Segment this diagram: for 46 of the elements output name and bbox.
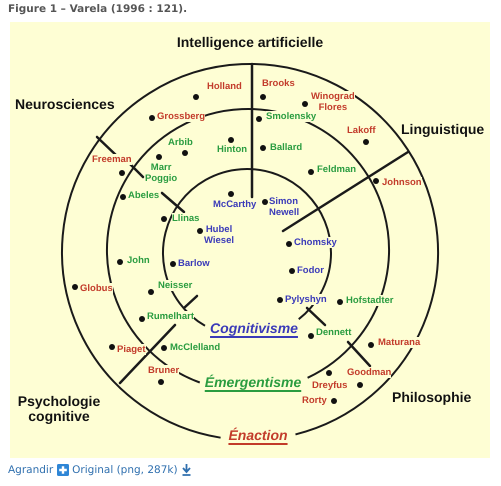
field-label: Linguistique [401, 122, 484, 137]
author-name: Feldman [317, 164, 356, 175]
school-title: Émergentisme [204, 372, 302, 392]
author-name: Holland [207, 81, 242, 92]
author-name: Dennett [316, 327, 352, 338]
author-name: Smolensky [266, 111, 316, 122]
author-name: Lakoff [347, 125, 376, 136]
original-link: Original (png, 287k) [72, 463, 178, 477]
enlarge-link: Agrandir [8, 463, 54, 477]
author-name: Arbib [168, 137, 193, 148]
author-name: Johnson [382, 177, 422, 188]
author-name: Brooks [262, 78, 295, 89]
author-name: McClelland [170, 342, 220, 353]
school-title: Cognitivisme [210, 318, 298, 338]
author-name: Hubel Wiesel [204, 224, 234, 246]
author-name: Neisser [158, 280, 192, 291]
author-name: McCarthy [213, 199, 256, 210]
author-name: Hofstadter [346, 295, 394, 306]
author-name: Pylyshyn [285, 294, 327, 305]
author-name: Simon Newell [269, 196, 300, 218]
author-name: Chomsky [294, 237, 337, 248]
author-name: Fodor [297, 265, 324, 276]
author-name: Marr Poggio [145, 162, 178, 184]
school-title: Énaction [228, 425, 288, 445]
author-name: Globus [80, 283, 113, 294]
author-name: Dreyfus [312, 380, 348, 391]
author-name: Bruner [148, 365, 180, 376]
author-name: Barlow [178, 258, 210, 269]
field-label: Intelligence artificielle [176, 35, 324, 50]
author-name: Llinas [172, 213, 200, 224]
field-label: Philosophie [392, 390, 472, 405]
author-name: Grossberg [157, 111, 206, 122]
author-name: Maturana [378, 337, 420, 348]
author-name: Piaget [117, 344, 146, 355]
author-name: John [127, 255, 150, 266]
field-label: Neurosciences [15, 97, 115, 112]
author-name: Winograd Flores [311, 91, 355, 113]
author-name: Goodman [347, 367, 392, 378]
field-label: Psychologie cognitive [18, 394, 100, 424]
author-name: Ballard [270, 142, 302, 153]
author-name: Rorty [302, 395, 327, 406]
author-name: Rumelhart [147, 311, 194, 322]
figure-title: Figure 1 – Varela (1996 : 121). [8, 2, 188, 16]
author-name: Hinton [217, 144, 248, 155]
author-name: Abeles [128, 190, 160, 201]
author-name: Freeman [92, 154, 132, 165]
